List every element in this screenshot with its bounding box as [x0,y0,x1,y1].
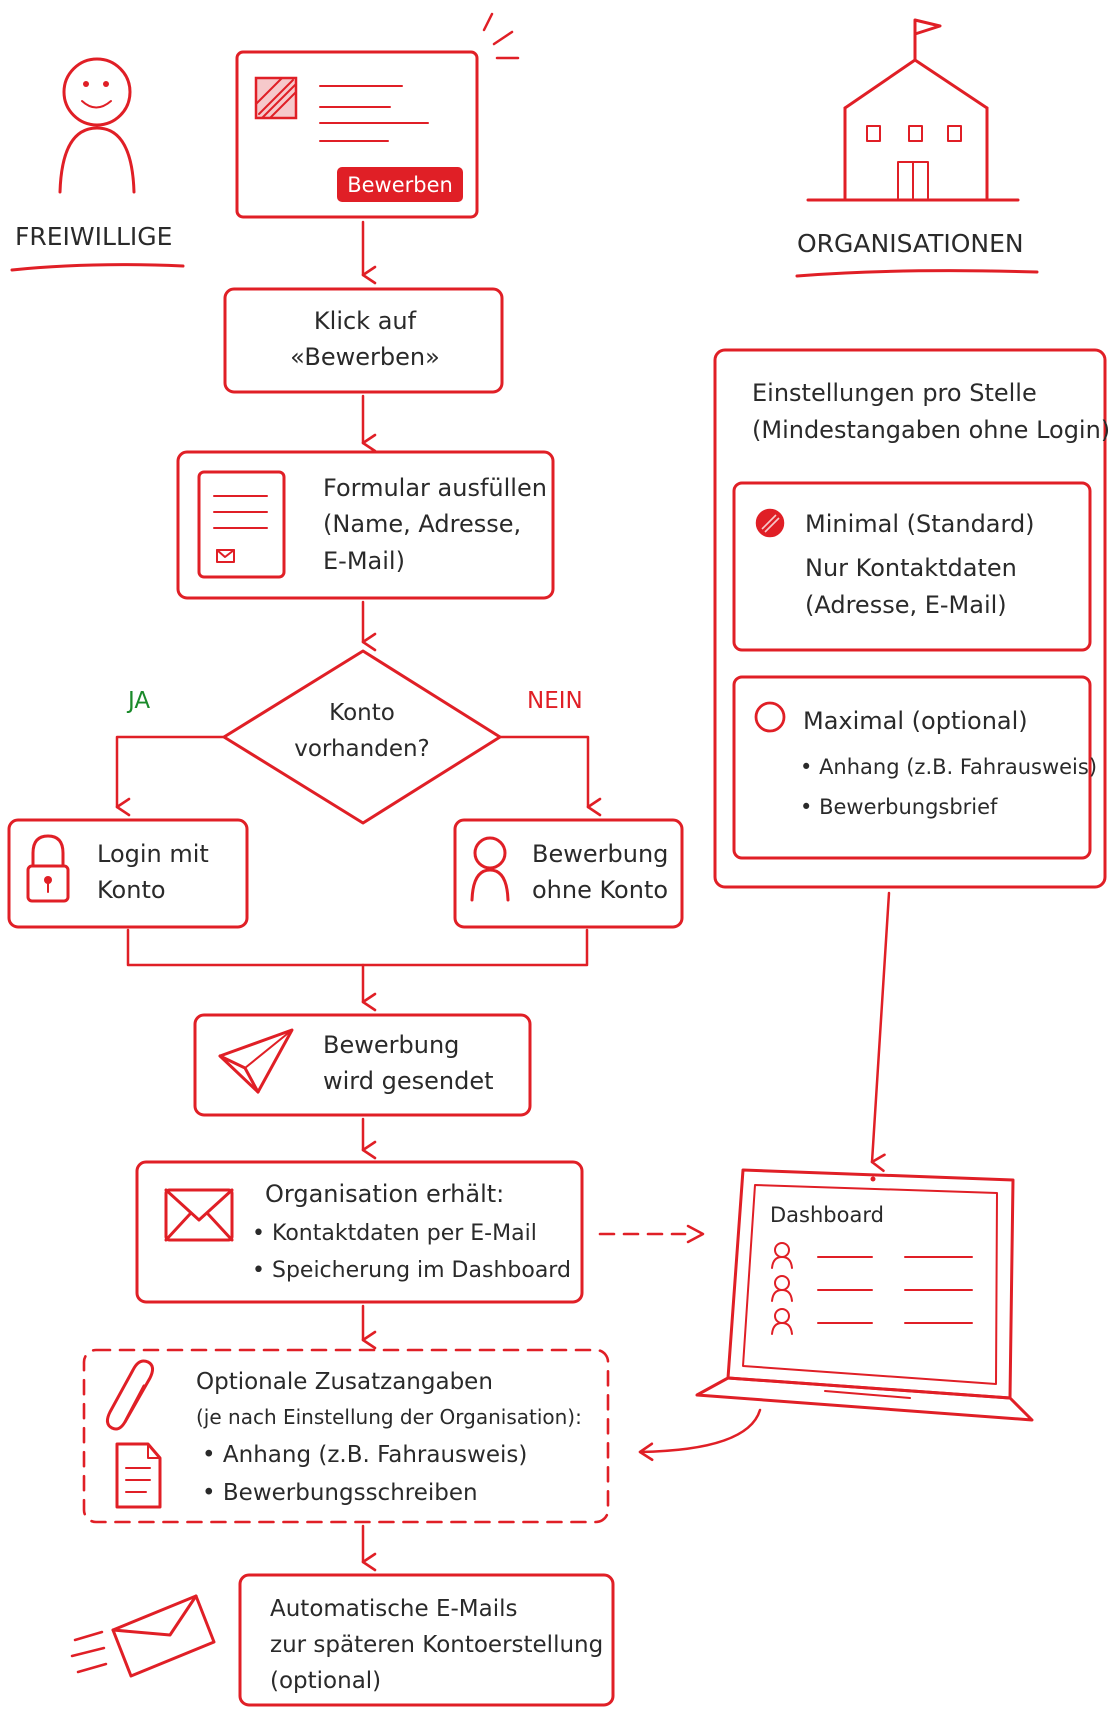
maximal-radio[interactable] [754,701,786,733]
guest-line-2: ohne Konto [532,876,668,904]
form-document-icon [197,470,286,579]
step-application-sent: Bewerbung wird gesendet [193,1013,532,1117]
form-line-2: (Name, Adresse, [323,510,521,538]
option-minimal[interactable]: Minimal (Standard) Nur Kontaktdaten (Adr… [732,481,1092,652]
paper-plane-icon [218,1028,294,1094]
received-bullet-2: • Speicherung im Dashboard [252,1258,571,1283]
step-fill-form: Formular ausfüllen (Name, Adresse, E-Mai… [176,450,555,600]
minimal-radio[interactable] [755,508,785,538]
optional-bullet-1: • Anhang (z.B. Fahrausweis) [202,1442,527,1468]
sent-line-1: Bewerbung [323,1031,459,1059]
maximal-bullet-1: • Anhang (z.B. Fahrausweis) [800,755,1097,779]
settings-panel: Einstellungen pro Stelle (Mindestangaben… [713,348,1108,889]
flying-envelope-icon [70,1594,216,1678]
lock-icon [26,834,70,903]
yes-label: JA [126,688,150,714]
sparkle-lines [482,12,520,60]
job-posting-card: Bewerben [235,12,520,219]
click-line-2: «Bewerben» [290,343,440,371]
sent-line-2: wird gesendet [323,1067,494,1095]
form-line-1: Formular ausfüllen [323,474,547,502]
decision-has-account: Konto vorhanden? [222,649,502,825]
step-login-with-account: Login mit Konto [7,818,249,929]
arrow-dashboard-to-optional [638,1408,762,1462]
maximal-label: Maximal (optional) [803,707,1028,735]
click-line-1: Klick auf [314,307,417,335]
optional-subtitle: (je nach Einstellung der Organisation): [196,1405,582,1429]
minimal-line-1: Nur Kontaktdaten [805,554,1017,582]
login-line-1: Login mit [97,840,209,868]
received-title: Organisation erhält: [265,1180,504,1208]
received-bullet-1: • Kontaktdaten per E-Mail [252,1221,537,1246]
organisations-label: ORGANISATIONEN [797,229,1024,258]
option-maximal[interactable]: Maximal (optional) • Anhang (z.B. Fahrau… [732,675,1097,860]
optional-title: Optionale Zusatzangaben [196,1369,493,1395]
volunteer-actor: FREIWILLIGE [10,57,185,272]
automail-line-2: zur späteren Kontoerstellung [270,1632,603,1658]
envelope-icon [164,1188,234,1242]
guest-line-1: Bewerbung [532,840,668,868]
dashed-arrow-head [686,1224,705,1244]
apply-button[interactable]: Bewerben [337,167,463,202]
minimal-label: Minimal (Standard) [805,510,1035,538]
organisation-actor: ORGANISATIONEN [795,18,1039,278]
optional-bullet-2: • Bewerbungsschreiben [202,1480,478,1506]
step-click-apply: Klick auf «Bewerben» [223,287,504,394]
arrow-settings-to-dashboard [870,891,891,1173]
step-apply-without-account: Bewerbung ohne Konto [453,818,684,929]
decision-line-1: Konto [329,700,395,726]
decision-line-2: vorhanden? [294,736,430,762]
merge-connector [126,928,589,967]
automail-line-3: (optional) [270,1668,381,1694]
arrow-yes-to-login [115,735,226,817]
arrow-no-to-guest [498,735,602,817]
no-label: NEIN [527,688,583,714]
volunteers-label: FREIWILLIGE [15,222,172,251]
paperclip-icon [105,1359,155,1431]
automail-line-1: Automatische E-Mails [270,1596,518,1622]
step-organisation-receives: Organisation erhält: • Kontaktdaten per … [135,1160,584,1304]
minimal-line-2: (Adresse, E-Mail) [805,591,1007,619]
form-line-3: E-Mail) [323,547,405,575]
user-icon [470,836,510,902]
person-icon [58,57,136,194]
apply-button-label: Bewerben [347,173,453,197]
dashboard-title: Dashboard [770,1203,884,1227]
settings-title-2: (Mindestangaben ohne Login) [752,416,1108,444]
maximal-bullet-2: • Bewerbungsbrief [800,795,998,819]
dashboard-laptop: Dashboard [695,1168,1034,1422]
building-icon [806,18,1020,202]
document-icon [115,1442,162,1509]
dashboard-user-list [771,1242,973,1335]
login-line-2: Konto [97,876,166,904]
step-optional-details: Optionale Zusatzangaben (je nach Einstel… [82,1348,610,1524]
settings-title-1: Einstellungen pro Stelle [752,379,1037,407]
step-automatic-emails: Automatische E-Mails zur späteren Kontoe… [238,1573,615,1707]
